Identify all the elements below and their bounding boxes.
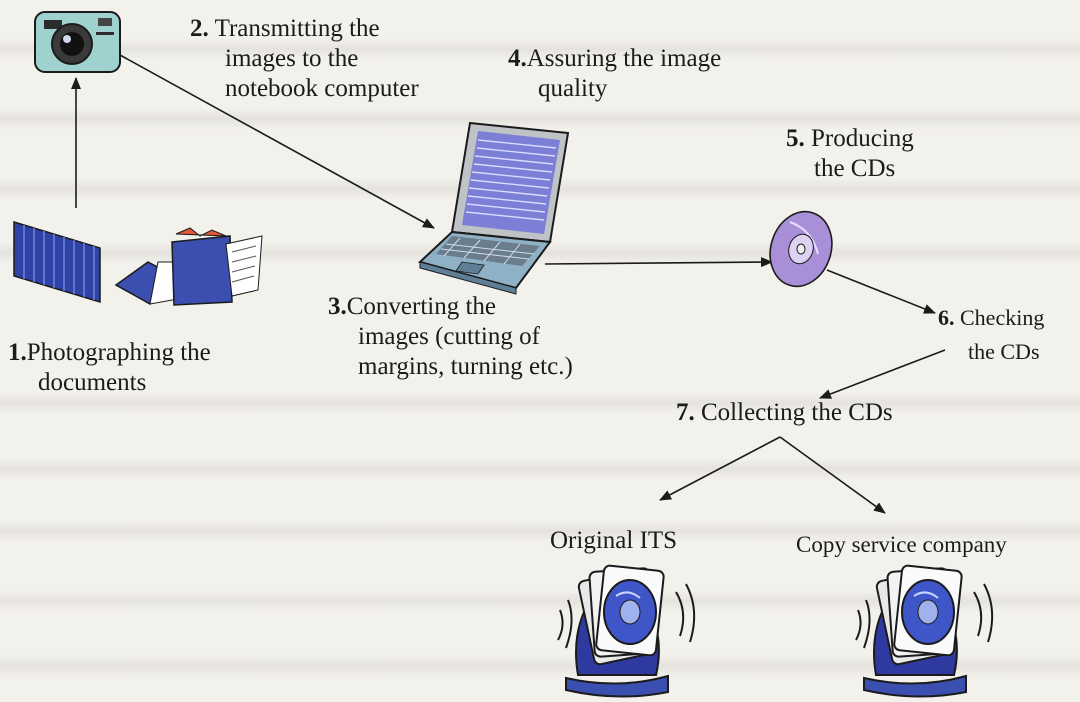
step-5-number: 5. <box>786 125 805 152</box>
document-files-icon <box>13 220 263 306</box>
cd-stack-icon <box>855 564 994 698</box>
arrow-collecting-to-original <box>659 436 781 501</box>
step-5-line-1: Producing <box>811 125 914 152</box>
step-3-line-1: Converting the <box>346 293 497 320</box>
cd-stack-icon <box>557 564 696 698</box>
notebook-computer-icon <box>418 121 570 295</box>
step-1-label: 1.Photographing the documents <box>8 338 211 398</box>
step-3-line-2: images (cutting of <box>358 323 540 350</box>
arrow-collecting-to-copy-service <box>779 436 886 514</box>
step-2-line-3: notebook computer <box>225 75 419 102</box>
step-5-line-2: the CDs <box>814 155 896 182</box>
step-6-number: 6. <box>938 305 955 330</box>
step-5-label: 5. Producing the CDs <box>786 124 914 184</box>
step-2-line-1: Transmitting the <box>214 15 380 42</box>
step-4-label: 4.Assuring the image quality <box>508 44 721 104</box>
arrow-checking-to-collecting <box>819 349 946 399</box>
step-2-label: 2. Transmitting the images to the notebo… <box>190 14 419 104</box>
step-4-line-2: quality <box>538 75 608 102</box>
step-3-number: 3. <box>328 293 347 320</box>
step-1-line-2: documents <box>38 369 147 396</box>
step-4-line-1: Assuring the image <box>526 45 722 72</box>
arrow-camera-to-notebook <box>119 54 435 229</box>
camera-icon <box>34 11 121 73</box>
step-1-number: 1. <box>8 339 27 366</box>
step-6-line-1: Checking <box>960 305 1045 330</box>
step-6-line-2: the CDs <box>968 339 1040 364</box>
step-6-label: 6. Checking the CDs <box>938 301 1044 369</box>
step-4-number: 4. <box>508 45 527 72</box>
cd-icon <box>769 210 833 288</box>
step-3-line-3: margins, turning etc.) <box>358 353 573 380</box>
step-7-line-1: Collecting the CDs <box>701 399 893 426</box>
destination-copy-service-label: Copy service company <box>796 532 1007 557</box>
step-2-line-2: images to the <box>225 45 359 72</box>
arrow-cd-to-checking <box>826 269 936 314</box>
step-3-label: 3.Converting the images (cutting of marg… <box>328 292 573 382</box>
step-1-line-1: Photographing the <box>26 339 211 366</box>
destination-original-label: Original ITS <box>550 527 678 554</box>
arrow-notebook-to-cd <box>544 257 773 268</box>
step-7-number: 7. <box>676 399 695 426</box>
step-7-label: 7. Collecting the CDs <box>676 398 893 428</box>
step-2-number: 2. <box>190 15 209 42</box>
